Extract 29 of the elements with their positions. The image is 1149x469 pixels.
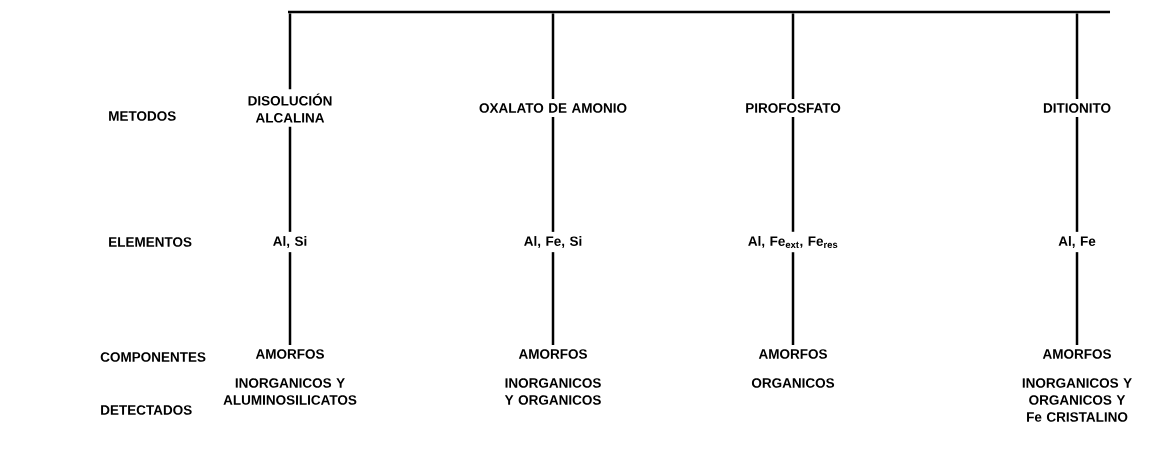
- element-label: Al, Si: [273, 236, 307, 248]
- element-label: Al, Fe$_{ext}$, Fe$_{res}$: [748, 236, 838, 248]
- connector-line: [1075, 13, 1079, 99]
- component-label: AMORFOS INORGANICOS Y ORGANICOS Y Fe CRISTALINO: [1022, 349, 1132, 422]
- bracket-bar: [288, 10, 1110, 14]
- connector-line: [791, 13, 795, 99]
- connector-line: [1075, 117, 1079, 232]
- component-label: AMORFOS ORGANICOS: [751, 349, 835, 388]
- row-label: METODOS: [109, 111, 176, 121]
- connector-line: [288, 126, 292, 232]
- connector-line: [1075, 252, 1079, 345]
- connector-line: [288, 13, 292, 90]
- row-label: DETECTADOS: [101, 405, 192, 415]
- component-label: AMORFOS INORGANICOS Y ALUMINOSILICATOS: [223, 349, 357, 405]
- connector-line: [791, 117, 795, 232]
- connector-line: [551, 252, 555, 345]
- connector-line: [551, 13, 555, 99]
- row-label: ELEMENTOS: [109, 237, 192, 247]
- element-label: Al, Fe, Si: [524, 236, 582, 248]
- connector-line: [288, 252, 292, 345]
- method-label: PIROFOSFATO: [746, 103, 841, 113]
- row-label: COMPONENTES: [100, 352, 206, 362]
- connector-line: [551, 117, 555, 232]
- element-label: Al, Fe: [1058, 236, 1096, 248]
- component-label: AMORFOS INORGANICOS Y ORGANICOS: [504, 349, 601, 405]
- connector-line: [791, 252, 795, 345]
- method-label: OXALATO DE AMONIO: [479, 103, 627, 113]
- method-label: DITIONITO: [1043, 103, 1111, 113]
- method-label: DISOLUCIÓN ALCALINA: [248, 93, 332, 123]
